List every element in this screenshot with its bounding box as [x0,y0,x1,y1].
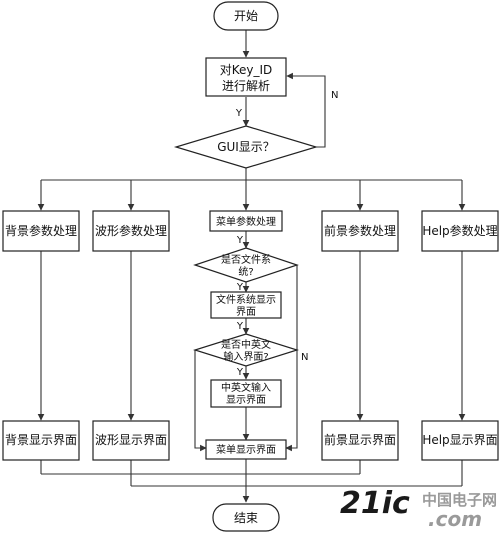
help-ui-box: Help显示界面 [421,420,499,461]
watermark-cn: 中国电子网 [422,491,497,509]
edge-gui-loop-no [286,72,326,148]
filesystem-ui-label-line2: 界面 [236,306,256,318]
filesystem-ui-box: 文件系统显示 界面 [210,291,282,319]
is-filesystem-decision: 是否文件系 统? [193,247,299,283]
start-node: 开始 [213,1,279,31]
help-param-label: Help参数处理 [422,223,497,238]
fsui-yes-label: Y [236,321,244,332]
bg-param-label: 背景参数处理 [5,223,77,238]
is-filesystem-label-line2: 统? [238,265,253,278]
filesystem-ui-label-line1: 文件系统显示 [216,293,276,306]
parse-label-line1: 对Key_ID [220,63,273,77]
cn-en-ui-box: 中英文输入 显示界面 [210,379,282,408]
help-param-box: Help参数处理 [421,210,499,252]
menu-param-label: 菜单参数处理 [216,215,276,228]
start-label: 开始 [234,9,258,23]
edge-cnen-no [194,350,207,452]
edge-filesys-no [285,265,298,452]
end-node: 结束 [212,503,280,532]
gui-yes-label: Y [235,108,243,119]
gui-display-decision: GUI显示？ [173,125,319,169]
menu-yes-label: Y [236,235,244,246]
help-ui-label: Help显示界面 [422,433,497,447]
wave-param-box: 波形参数处理 [92,210,170,252]
cnen-yes-label: Y [236,367,244,378]
watermark-logo: 21ic 中国电子网 .com [340,486,497,531]
cn-en-ui-label-line1: 中英文输入 [221,381,271,394]
fg-ui-label: 前景显示界面 [324,432,396,447]
wave-param-label: 波形参数处理 [95,223,167,238]
bg-ui-box: 背景显示界面 [2,420,80,461]
wave-ui-label: 波形显示界面 [95,433,167,447]
is-filesystem-label-line1: 是否文件系 [221,253,271,266]
fg-param-box: 前景参数处理 [321,210,399,252]
gui-no-label: N [331,90,338,101]
cn-en-ui-label-line2: 显示界面 [226,394,266,406]
fg-ui-box: 前景显示界面 [321,420,399,461]
fg-param-label: 前景参数处理 [324,223,396,238]
connectors [37,30,466,503]
bg-param-box: 背景参数处理 [2,210,80,252]
watermark-url: .com [428,507,482,531]
menu-ui-box: 菜单显示界面 [205,439,287,460]
is-cn-en-label-line1: 是否中英文 [221,338,271,351]
filesys-yes-label: Y [236,282,244,293]
parse-label-line2: 进行解析 [222,79,270,93]
bg-ui-label: 背景显示界面 [5,433,77,447]
filesys-no-label: N [301,352,308,363]
menu-ui-label: 菜单显示界面 [216,444,276,456]
parse-keyid-box: 对Key_ID 进行解析 [205,57,287,97]
wave-ui-box: 波形显示界面 [92,420,170,461]
is-cn-en-label-line2: 输入界面? [223,350,268,363]
is-cn-en-decision: 是否中英文 输入界面? [192,333,300,367]
gui-display-label: GUI显示？ [217,140,275,154]
menu-param-box: 菜单参数处理 [209,210,283,232]
end-label: 结束 [234,511,258,525]
watermark-brand: 21ic [340,486,410,521]
